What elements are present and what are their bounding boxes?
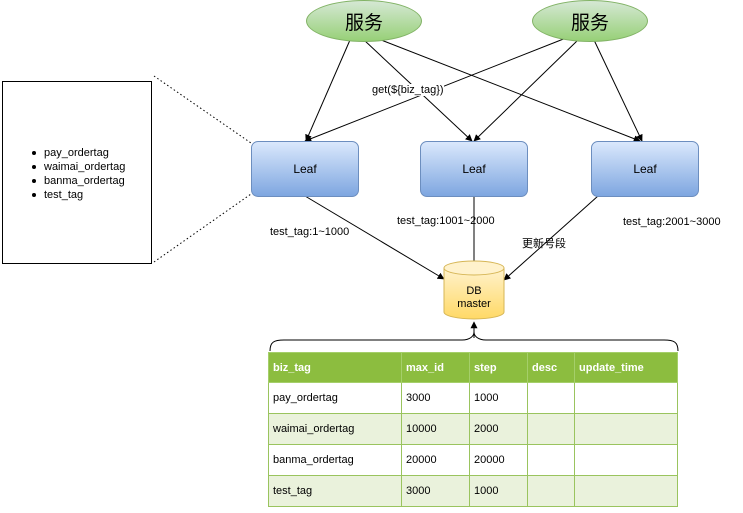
table-cell	[527, 475, 575, 507]
table-cell: pay_ordertag	[268, 382, 402, 414]
table-cell	[574, 382, 678, 414]
biz-tag-list-box: pay_ordertag waimai_ordertag banma_order…	[2, 81, 152, 264]
table-cell: 3000	[401, 475, 470, 507]
column-header: desc	[527, 352, 575, 383]
table-cell: banma_ordertag	[268, 444, 402, 476]
table-cell: 2000	[469, 413, 528, 445]
leaf2-range-label: test_tag:1001~2000	[397, 215, 495, 227]
leaf-alloc-table: biz_tag max_id step desc update_time pay…	[268, 352, 678, 507]
leaf1-range-label: test_tag:1~1000	[270, 226, 350, 238]
table-cell: waimai_ordertag	[268, 413, 402, 445]
table-cell	[574, 475, 678, 507]
list-item: waimai_ordertag	[32, 160, 125, 174]
list-item: test_tag	[32, 188, 125, 202]
zoom-guide-bottom	[153, 193, 252, 263]
column-header: step	[469, 352, 528, 383]
table-cell: 10000	[401, 413, 470, 445]
table-cell	[574, 444, 678, 476]
table-cell: 1000	[469, 382, 528, 414]
edge-leaf1-db	[304, 195, 445, 280]
service-node-1: 服务	[306, 0, 422, 42]
table-row: banma_ordertag 20000 20000	[268, 444, 678, 476]
list-item: pay_ordertag	[32, 146, 125, 160]
leaf-node-3: Leaf	[591, 141, 699, 197]
table-row: pay_ordertag 3000 1000	[268, 382, 678, 414]
update-segment-label: 更新号段	[522, 237, 566, 250]
leaf-node-1: Leaf	[251, 141, 359, 197]
edge-leaf3-db	[503, 195, 599, 281]
table-cell: 3000	[401, 382, 470, 414]
table-brace	[269, 331, 679, 352]
db-cylinder	[443, 260, 505, 320]
edge-service2-leaf3	[593, 39, 643, 142]
edge-service1-leaf1	[305, 39, 351, 142]
table-row: waimai_ordertag 10000 2000	[268, 413, 678, 445]
biz-tag-list: pay_ordertag waimai_ordertag banma_order…	[32, 146, 125, 202]
leaf-label: Leaf	[633, 162, 657, 176]
service-label: 服务	[344, 11, 383, 34]
table-cell: 20000	[469, 444, 528, 476]
table-cell: test_tag	[268, 475, 402, 507]
table-row: test_tag 3000 1000	[268, 475, 678, 507]
table-cell	[574, 413, 678, 445]
zoom-guide-top	[153, 75, 252, 144]
leaf-label: Leaf	[293, 162, 317, 176]
db-label: DB master	[444, 285, 504, 311]
service-node-2: 服务	[532, 0, 648, 42]
table-header-row: biz_tag max_id step desc update_time	[268, 352, 678, 383]
edge-service2-leaf2	[473, 39, 579, 142]
leaf-label: Leaf	[462, 162, 486, 176]
table-cell	[527, 413, 575, 445]
table-cell: 1000	[469, 475, 528, 507]
column-header: biz_tag	[268, 352, 402, 383]
column-header: max_id	[401, 352, 470, 383]
table-cell: 20000	[401, 444, 470, 476]
get-call-label: get(${biz_tag})	[372, 84, 444, 96]
column-header: update_time	[574, 352, 678, 383]
service-label: 服务	[570, 11, 609, 34]
leaf-node-2: Leaf	[420, 141, 528, 197]
edge-service1-leaf3	[375, 37, 641, 142]
db-label-line2: master	[457, 298, 491, 310]
list-item: banma_ordertag	[32, 174, 125, 188]
table-cell	[527, 444, 575, 476]
leaf3-range-label: test_tag:2001~3000	[623, 216, 721, 228]
db-label-line1: DB	[466, 285, 482, 297]
table-cell	[527, 382, 575, 414]
